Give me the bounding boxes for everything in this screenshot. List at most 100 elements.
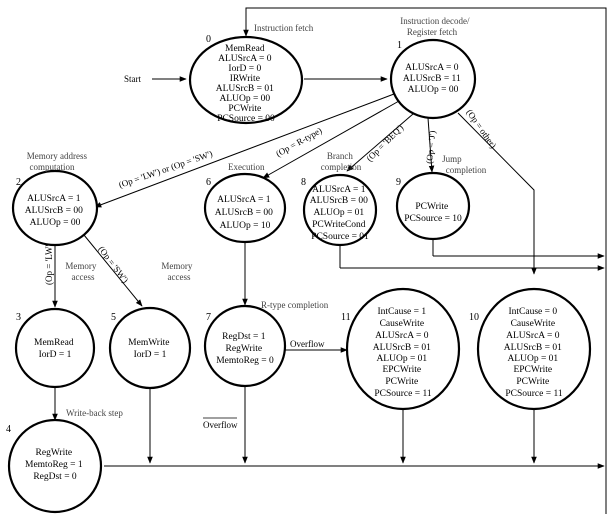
state-3-line-2: IorD = 1 [39, 350, 72, 360]
edge-1-10 [457, 112, 537, 275]
state-3-actions: MemRead IorD = 1 [34, 338, 76, 360]
state-2-line-2: ALUSrcB = 00 [25, 206, 83, 216]
state-10-line-1: IntCause = 0 [508, 307, 557, 317]
state-2-circle [11, 169, 99, 247]
state-8-circle [302, 173, 378, 247]
label-lw-sw: (Op = 'LW') or (Op = 'SW') [117, 148, 213, 190]
state-3-number: 3 [16, 312, 21, 323]
edge-1-6 [262, 100, 400, 179]
state-0-line-3: IorD = 0 [228, 64, 261, 74]
state-0-line-4: IRWrite [230, 74, 260, 84]
state-7-line-1: RegDst = 1 [222, 332, 266, 342]
state-0-line-6: ALUOp = 00 [219, 94, 270, 104]
edge-1-2 [94, 93, 395, 208]
state-7-line-2: RegWrite [226, 344, 263, 354]
state-6-title: Execution [228, 162, 265, 172]
state-1-title: Instruction decode/ Register fetch [400, 16, 471, 37]
state-0-line-7: PCWrite [228, 104, 261, 114]
state-8-line-2: ALUSrcB = 00 [310, 196, 368, 206]
state-0-line-8: PCSource = 00 [217, 114, 275, 124]
state-9-number: 9 [396, 177, 401, 188]
state-11-line-1: IntCause = 1 [377, 307, 426, 317]
state-11-number: 11 [341, 312, 351, 323]
state-6-actions: ALUSrcA = 1 ALUSrcB = 00 ALUOp = 10 [215, 195, 276, 231]
state-6-line-2: ALUSrcB = 00 [215, 208, 273, 218]
state-2-title: Memory address computation [27, 151, 90, 172]
state-10-actions: IntCause = 0 CauseWrite ALUSrcA = 0 ALUS… [504, 307, 565, 399]
state-0-title: Instruction fetch [254, 23, 314, 33]
state-0-actions: MemRead ALUSrcA = 0 IorD = 0 IRWrite ALU… [216, 44, 277, 124]
state-7-title: R-type completion [261, 300, 329, 310]
state-10-line-7: PCWrite [516, 377, 549, 387]
state-5-actions: MemWrite IorD = 1 [128, 338, 172, 360]
state-2-line-1: ALUSrcA = 1 [27, 194, 81, 204]
state-1-line-2: ALUSrcB = 11 [403, 74, 461, 84]
state-11-actions: IntCause = 1 CauseWrite ALUSrcA = 0 ALUS… [373, 307, 434, 399]
state-5-circle [108, 306, 192, 390]
state-8-line-1: ALUSrcA = 1 [312, 185, 366, 195]
state-9-title: Jump completion [442, 154, 487, 175]
state-6-number: 6 [206, 177, 211, 188]
label-not-overflow: Overflow [203, 420, 238, 430]
state-3-line-1: MemRead [34, 338, 74, 348]
state-5-number: 5 [111, 312, 116, 323]
state-7-line-3: MemtoReg = 0 [216, 356, 274, 366]
state-10-number: 10 [469, 312, 479, 323]
state-4-number: 4 [6, 424, 11, 435]
state-8-number: 8 [301, 177, 306, 188]
state-6-line-1: ALUSrcA = 1 [217, 195, 271, 205]
label-beq: (Op = 'BEQ') [364, 123, 405, 164]
state-2-line-3: ALUOp = 00 [30, 218, 81, 228]
state-10-line-6: EPCWrite [513, 365, 552, 375]
state-10-line-2: CauseWrite [511, 319, 555, 329]
state-11-line-6: EPCWrite [382, 365, 421, 375]
edge-2-5 [83, 234, 143, 307]
label-lw: (Op = 'LW') [44, 242, 54, 285]
edge-return-to-0 [243, 7, 607, 514]
state-10-circle [476, 287, 592, 411]
state-11-line-7: PCWrite [385, 377, 418, 387]
state-2-number: 2 [16, 177, 21, 188]
state-0-circle [188, 35, 304, 125]
label-sw: (Op = 'SW') [96, 244, 130, 285]
state-11-line-5: ALUOp = 01 [376, 354, 427, 364]
edge-1-9 [427, 117, 435, 173]
state-8-title: Branch completion [321, 151, 362, 172]
state-6-line-3: ALUOp = 10 [220, 221, 271, 231]
state-1-line-3: ALUOp = 00 [408, 85, 459, 95]
state-5-line-1: MemWrite [128, 338, 169, 348]
state-1-actions: ALUSrcA = 0 ALUSrcB = 11 ALUOp = 00 [403, 63, 463, 95]
state-1-line-1: ALUSrcA = 0 [405, 63, 459, 73]
state-5-line-2: IorD = 1 [134, 350, 167, 360]
state-1-circle [389, 38, 477, 120]
edges [52, 7, 607, 514]
state-circles [7, 35, 592, 514]
label-start: Start [124, 74, 141, 84]
state-2-actions: ALUSrcA = 1 ALUSrcB = 00 ALUOp = 00 [25, 194, 86, 228]
state-8-line-4: PCWriteCond [312, 220, 366, 230]
state-8-line-5: PCSource = 01 [311, 232, 369, 242]
state-11-line-4: ALUSrcB = 01 [373, 343, 431, 353]
state-3-title: Memory access [65, 261, 98, 282]
state-6-circle [203, 172, 287, 244]
state-9-actions: PCWrite PCSource = 10 [404, 202, 462, 224]
state-4-line-2: MemtoReg = 1 [25, 460, 83, 470]
state-0-number: 0 [206, 34, 211, 45]
label-jump: (Op = 'J') [424, 130, 437, 164]
state-7-circle [203, 304, 287, 388]
state-11-line-3: ALUSrcA = 0 [375, 331, 429, 341]
state-actions: MemRead ALUSrcA = 0 IorD = 0 IRWrite ALU… [25, 44, 565, 482]
state-4-title: Write-back step [66, 408, 123, 418]
state-11-line-8: PCSource = 11 [374, 389, 432, 399]
state-3-circle [14, 307, 96, 389]
state-4-actions: RegWrite MemtoReg = 1 RegDst = 0 [25, 448, 85, 482]
state-0-line-2: ALUSrcA = 0 [218, 54, 272, 64]
state-11-line-2: CauseWrite [380, 319, 424, 329]
edge-1-8 [346, 113, 414, 172]
label-overflow: Overflow [290, 339, 325, 349]
state-10-line-3: ALUSrcA = 0 [506, 331, 560, 341]
state-8-actions: ALUSrcA = 1 ALUSrcB = 00 ALUOp = 01 PCWr… [310, 185, 371, 242]
state-7-number: 7 [206, 312, 211, 323]
state-4-line-1: RegWrite [36, 448, 73, 458]
